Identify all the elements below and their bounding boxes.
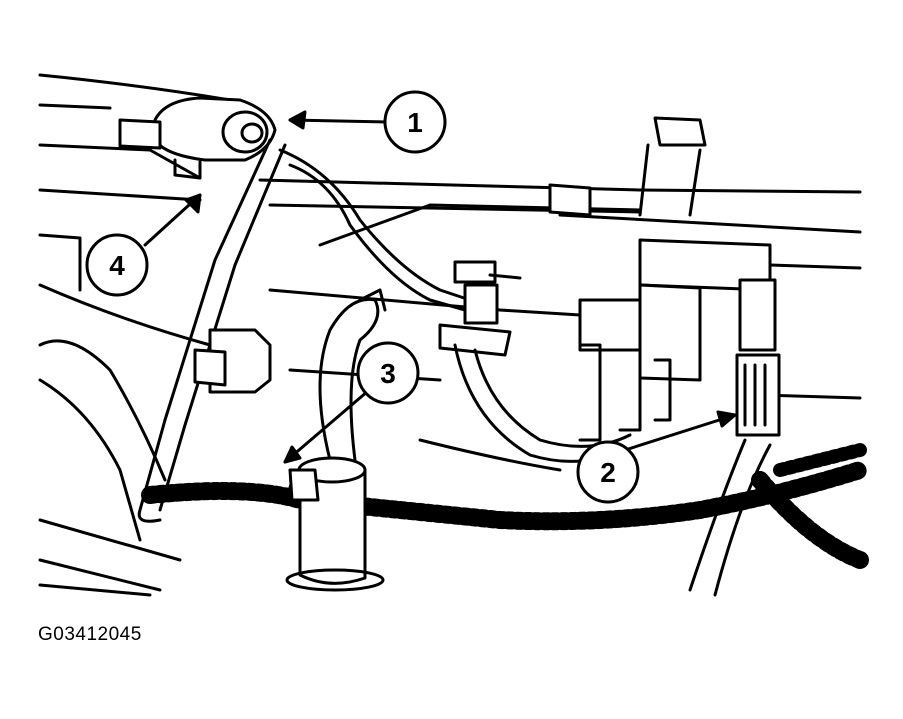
leader-1 — [288, 118, 387, 124]
callout-3: 3 — [356, 341, 420, 405]
svg-text:4: 4 — [109, 250, 125, 281]
svg-text:2: 2 — [600, 457, 616, 488]
figure-id-label: G03412045 — [38, 624, 142, 645]
callout-2: 2 — [576, 440, 640, 504]
leader-3 — [283, 383, 377, 464]
purge-valve — [118, 96, 277, 180]
callout-4: 4 — [85, 233, 149, 297]
svg-text:1: 1 — [407, 107, 423, 138]
wiring-harness — [141, 443, 869, 569]
hose-connector-center — [438, 260, 522, 357]
control-module-right — [548, 116, 781, 597]
canister — [285, 456, 385, 592]
svg-text:3: 3 — [380, 358, 396, 389]
callout-1: 1 — [383, 90, 447, 154]
